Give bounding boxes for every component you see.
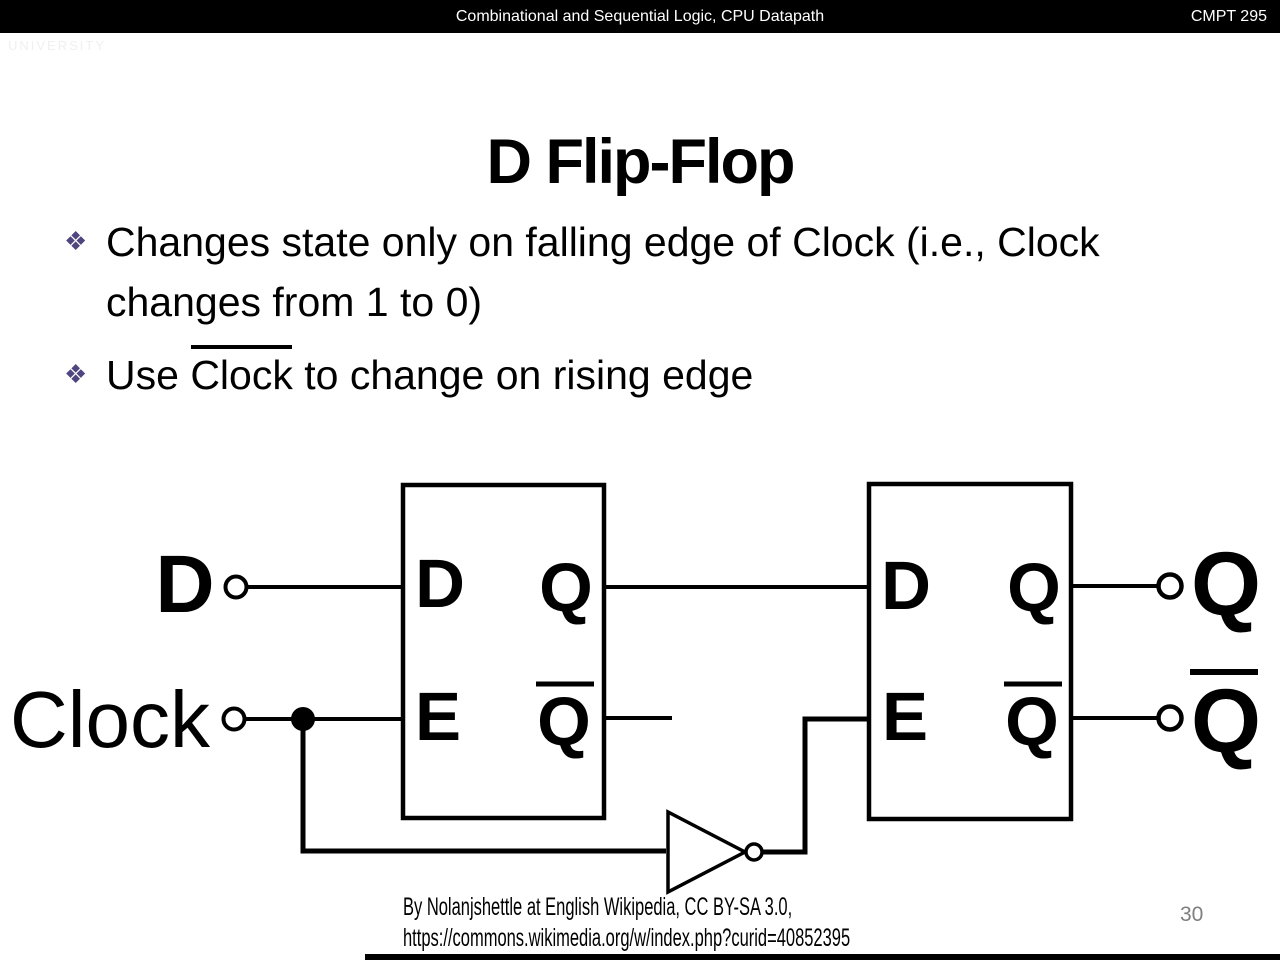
latch2-pin-q: Q [1007,549,1061,626]
diamond-bullet-icon: ❖ [64,226,88,256]
attribution-line1: By Nolanjshettle at English Wikipedia, C… [403,893,793,921]
bullet-text: Use Clock to change on rising edge [106,345,753,405]
latch2-box [866,481,1074,822]
page-title: D Flip-Flop [486,127,796,198]
header-title: Combinational and Sequential Logic, CPU … [455,7,825,25]
footer-bar [365,954,1280,960]
latch1-pin-qbar: Q [537,683,591,760]
attribution-line2: https://commons.wikimedia.org/w/index.ph… [403,924,851,952]
latch1-pin-d: D [415,545,465,622]
wire-clock-feedback [300,719,666,854]
bullet-segment: to change on rising edge [292,352,754,398]
wire-junction-dot [291,707,315,731]
bullet-segment: Use [106,352,191,398]
diamond-bullet-icon: ❖ [64,359,88,389]
inverter-bubble-icon [744,842,764,862]
terminal-d-input [223,574,249,600]
bullet-line: Changes state only on falling edge of Cl… [106,219,1100,265]
label-qbar-output: Q [1191,672,1261,772]
label-d-input: D [155,539,214,630]
terminal-qbar-output [1156,704,1184,732]
overlined-clock-text: Clock [190,352,293,398]
latch2-pin-d: D [881,547,931,624]
header-bar: Combinational and Sequential Logic, CPU … [0,0,1280,33]
header-course-code: CMPT 295 [1190,7,1267,25]
bullet-text: Changes state only on falling edge of Cl… [106,212,1100,332]
latch1-pin-q: Q [539,549,593,626]
latch1-pin-e: E [415,678,461,755]
bullet-item-rising-edge: ❖ Use Clock to change on rising edge [64,345,1230,405]
latch1-box [400,482,607,821]
bullet-list: ❖ Changes state only on falling edge of … [64,212,1230,405]
bullet-line: changes from 1 to 0) [106,279,483,325]
label-q-output: Q [1191,535,1261,635]
label-clock-input: Clock [10,675,211,764]
latch2-pin-qbar: Q [1005,683,1059,760]
latch2-pin-e: E [882,678,928,755]
inverter-icon [666,809,749,895]
watermark-text: UNIVERSITY [8,38,107,53]
terminal-q-output [1156,572,1184,600]
bullet-item-falling-edge: ❖ Changes state only on falling edge of … [64,212,1230,332]
terminal-clock-input [221,706,247,732]
image-attribution: By Nolanjshettle at English Wikipedia, C… [403,892,997,954]
page-number: 30 [1180,903,1204,926]
wire-inverter-to-e2 [761,716,869,855]
